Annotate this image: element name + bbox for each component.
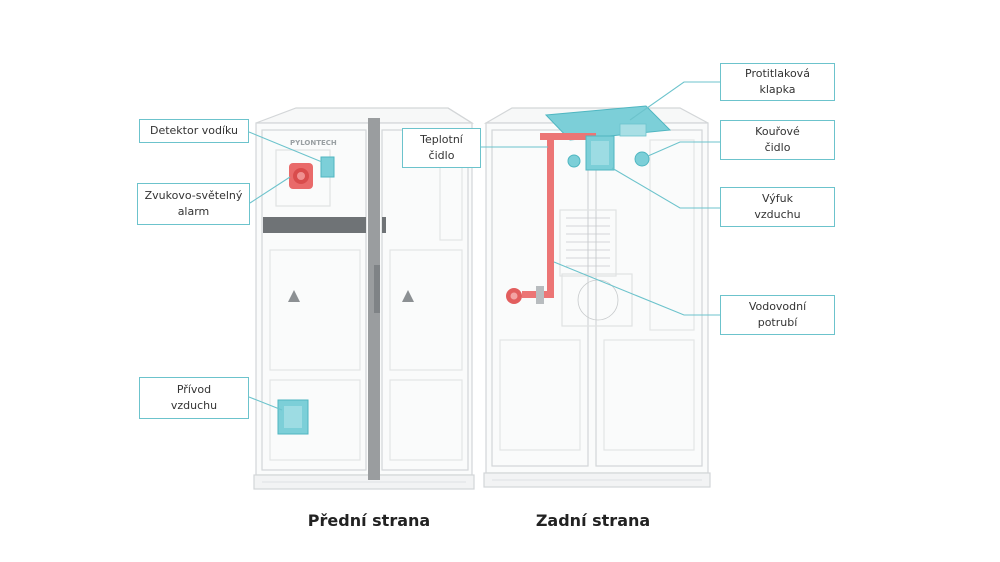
callout-pipe-line2: potrubí bbox=[757, 316, 798, 329]
temperature-sensor bbox=[567, 154, 581, 168]
callout-hydrogen-detector: Detektor vodíku bbox=[139, 119, 249, 143]
callout-hydrogen-detector-label: Detektor vodíku bbox=[149, 124, 239, 138]
smoke-sensor bbox=[634, 151, 650, 167]
callout-smoke-line2: čidlo bbox=[764, 141, 791, 154]
warning-triangle-right bbox=[402, 290, 414, 302]
callout-exhaust-line2: vzduchu bbox=[754, 208, 801, 221]
front-label-band-right bbox=[382, 217, 386, 233]
water-pipe bbox=[506, 133, 596, 304]
callout-air-inlet-line1: Přívod bbox=[176, 383, 212, 397]
callout-air-exhaust: Výfuk vzduchu bbox=[720, 187, 835, 227]
front-view-label: Přední strana bbox=[307, 511, 431, 530]
callout-air-inlet-line2: vzduchu bbox=[170, 399, 218, 412]
sound-light-alarm bbox=[289, 163, 313, 189]
front-handle bbox=[374, 265, 380, 313]
leader-lines bbox=[248, 81, 720, 411]
callout-temperature-sensor: Teplotní čidlo bbox=[402, 128, 481, 168]
brand-logo: PYLONTECH bbox=[290, 139, 337, 147]
back-view-label: Zadní strana bbox=[535, 511, 651, 530]
flap-mount bbox=[619, 123, 647, 137]
callout-smoke-sensor: Kouřové čidlo bbox=[720, 120, 835, 160]
callout-exhaust-line1: Výfuk bbox=[762, 192, 793, 206]
callout-temperature-line1: Teplotní bbox=[420, 133, 463, 147]
back-vent-grille bbox=[566, 217, 619, 321]
hydrogen-detector bbox=[320, 156, 335, 178]
front-label-band bbox=[263, 217, 366, 233]
callout-alarm-line2: alarm bbox=[177, 205, 210, 218]
air-exhaust bbox=[585, 135, 615, 171]
air-inlet bbox=[277, 399, 309, 435]
warning-triangle-left bbox=[288, 290, 300, 302]
callout-pipe-line1: Vodovodní bbox=[748, 300, 807, 314]
callout-temperature-line2: čidlo bbox=[428, 149, 455, 162]
callout-flap-line1: Protitlaková bbox=[745, 67, 810, 81]
callout-flap-line2: klapka bbox=[759, 83, 796, 96]
callout-alarm-line1: Zvukovo-světelný bbox=[144, 189, 243, 203]
callout-pressure-relief-flap: Protitlaková klapka bbox=[720, 63, 835, 101]
callout-smoke-line1: Kouřové bbox=[755, 125, 800, 139]
callout-air-inlet: Přívod vzduchu bbox=[139, 377, 249, 419]
callout-water-pipe: Vodovodní potrubí bbox=[720, 295, 835, 335]
callout-sound-light-alarm: Zvukovo-světelný alarm bbox=[137, 183, 250, 225]
